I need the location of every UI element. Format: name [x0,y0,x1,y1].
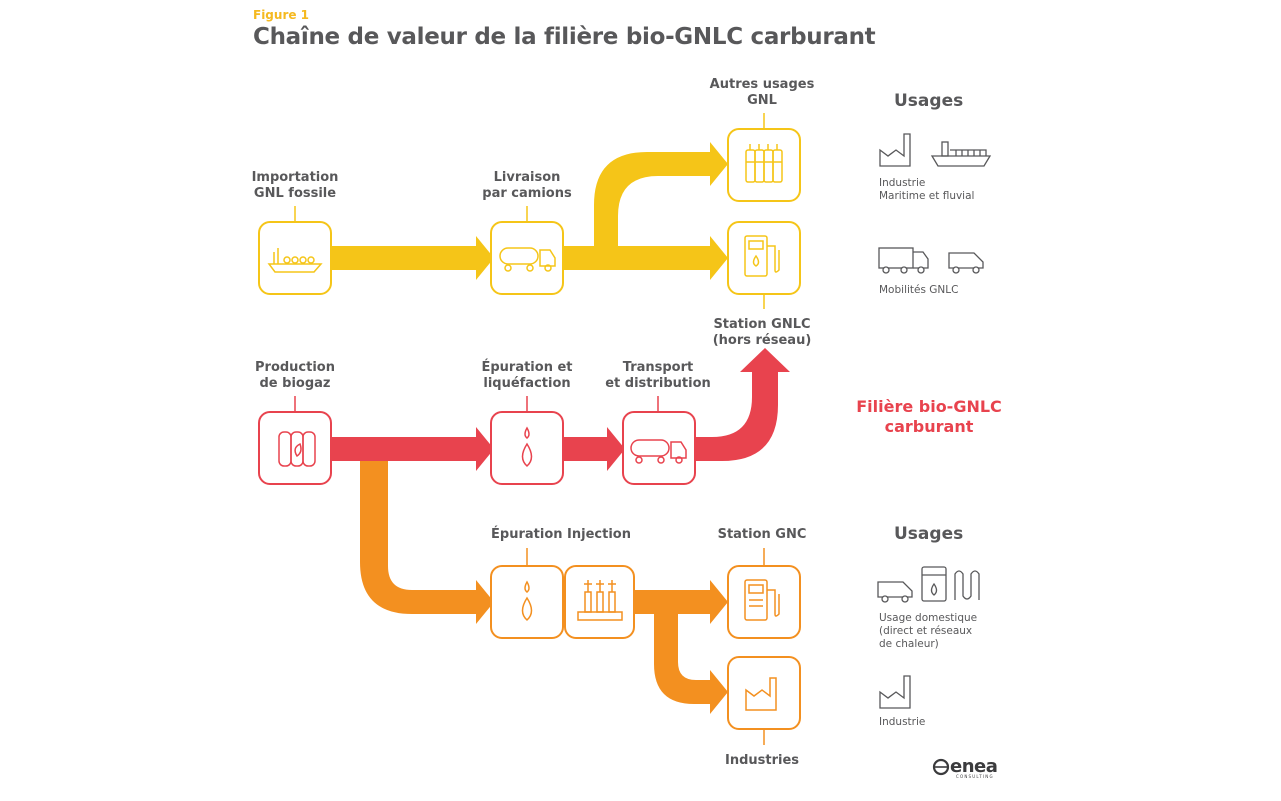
red-arrow-1-head [476,427,494,471]
yellow-branch-up-head [710,142,728,186]
injection-station-icon [577,580,623,621]
node-transport [622,411,696,485]
drops-icon [521,580,533,622]
node-station-gnlc [727,221,801,295]
fuel-pump-icon [744,579,780,621]
label-autres-usages: Autres usages GNL [709,77,815,108]
figure-label: Figure 1 [253,8,310,22]
orange-branch-down-2 [654,614,712,704]
red-arrow-2-head [607,427,625,471]
label-epuration-injection: Épuration Injection [491,527,631,542]
yellow-arrow-1-body [330,246,480,270]
yellow-flow [330,142,728,280]
ship-icon [267,248,323,273]
red-arrow-up-head [740,348,790,372]
label-epuration-liquefaction: Épuration et liquéfaction [481,360,573,391]
label-livraison: Livraison par camions [482,170,572,201]
node-industries [727,656,801,730]
truck-icon [878,247,929,274]
label-production: Production de biogaz [255,360,335,391]
usages-bottom-group2-label: Industrie [879,716,926,728]
filiere-label: Filière bio-GNLC carburant [856,397,1002,436]
radiator-icon [954,570,980,600]
factory-icon [879,675,911,709]
node-epuration-liquefaction [490,411,564,485]
van-icon [877,581,913,603]
van-icon [948,252,984,274]
orange-flow [360,461,728,714]
yellow-arrow-1-head [476,236,494,280]
red-arrow-1-body [330,437,480,461]
usages-top-group1-label: Industrie Maritime et fluvial [879,177,975,202]
label-transport: Transport et distribution [605,360,711,391]
node-importation [258,221,332,295]
yellow-arrow-2-body [563,246,713,270]
orange-arrow-2-body [634,590,714,614]
biogas-tanks-icon [278,431,316,467]
drops-icon [521,426,533,468]
yellow-branch-up [594,152,712,258]
usages-top-group2-label: Mobilités GNLC [879,284,959,296]
red-flow [330,348,790,471]
orange-arrow-2-head [710,580,728,624]
red-arrow-2-body [563,437,611,461]
yellow-arrow-2-head [710,236,728,280]
boiler-icon [921,566,947,602]
node-production [258,411,332,485]
factory-icon [879,133,911,167]
logo-mark [932,758,950,776]
tanker-truck-icon [630,439,687,464]
logo-tagline: CONSULTING [956,774,994,779]
orange-branch-down [360,461,478,614]
gas-bottles-icon [745,144,783,183]
node-epuration [490,565,564,639]
label-importation: Importation GNL fossile [251,170,339,201]
node-injection [564,565,635,639]
label-industries: Industries [724,753,800,768]
usages-heading-bottom: Usages [894,524,964,544]
tanker-truck-icon [499,247,556,272]
fuel-pump-icon [744,235,780,277]
node-station-gnc [727,565,801,639]
orange-arrow-1-head [476,580,494,624]
orange-arrow-3-head [710,670,728,714]
usages-heading-top: Usages [894,91,964,111]
usages-bottom-group1-label: Usage domestique (direct et réseaux de c… [879,612,978,650]
label-station-gnlc: Station GNLC (hors réseau) [712,317,812,348]
cargo-ship-icon [930,141,992,167]
label-station-gnc: Station GNC [717,527,807,542]
page-title: Chaîne de valeur de la filière bio-GNLC … [253,24,876,50]
node-livraison [490,221,564,295]
node-autres-usages [727,128,801,202]
connector-ticks [294,113,765,745]
red-arrow-up [694,370,778,461]
logo-wordmark: enea [950,756,998,777]
factory-icon [745,677,777,711]
